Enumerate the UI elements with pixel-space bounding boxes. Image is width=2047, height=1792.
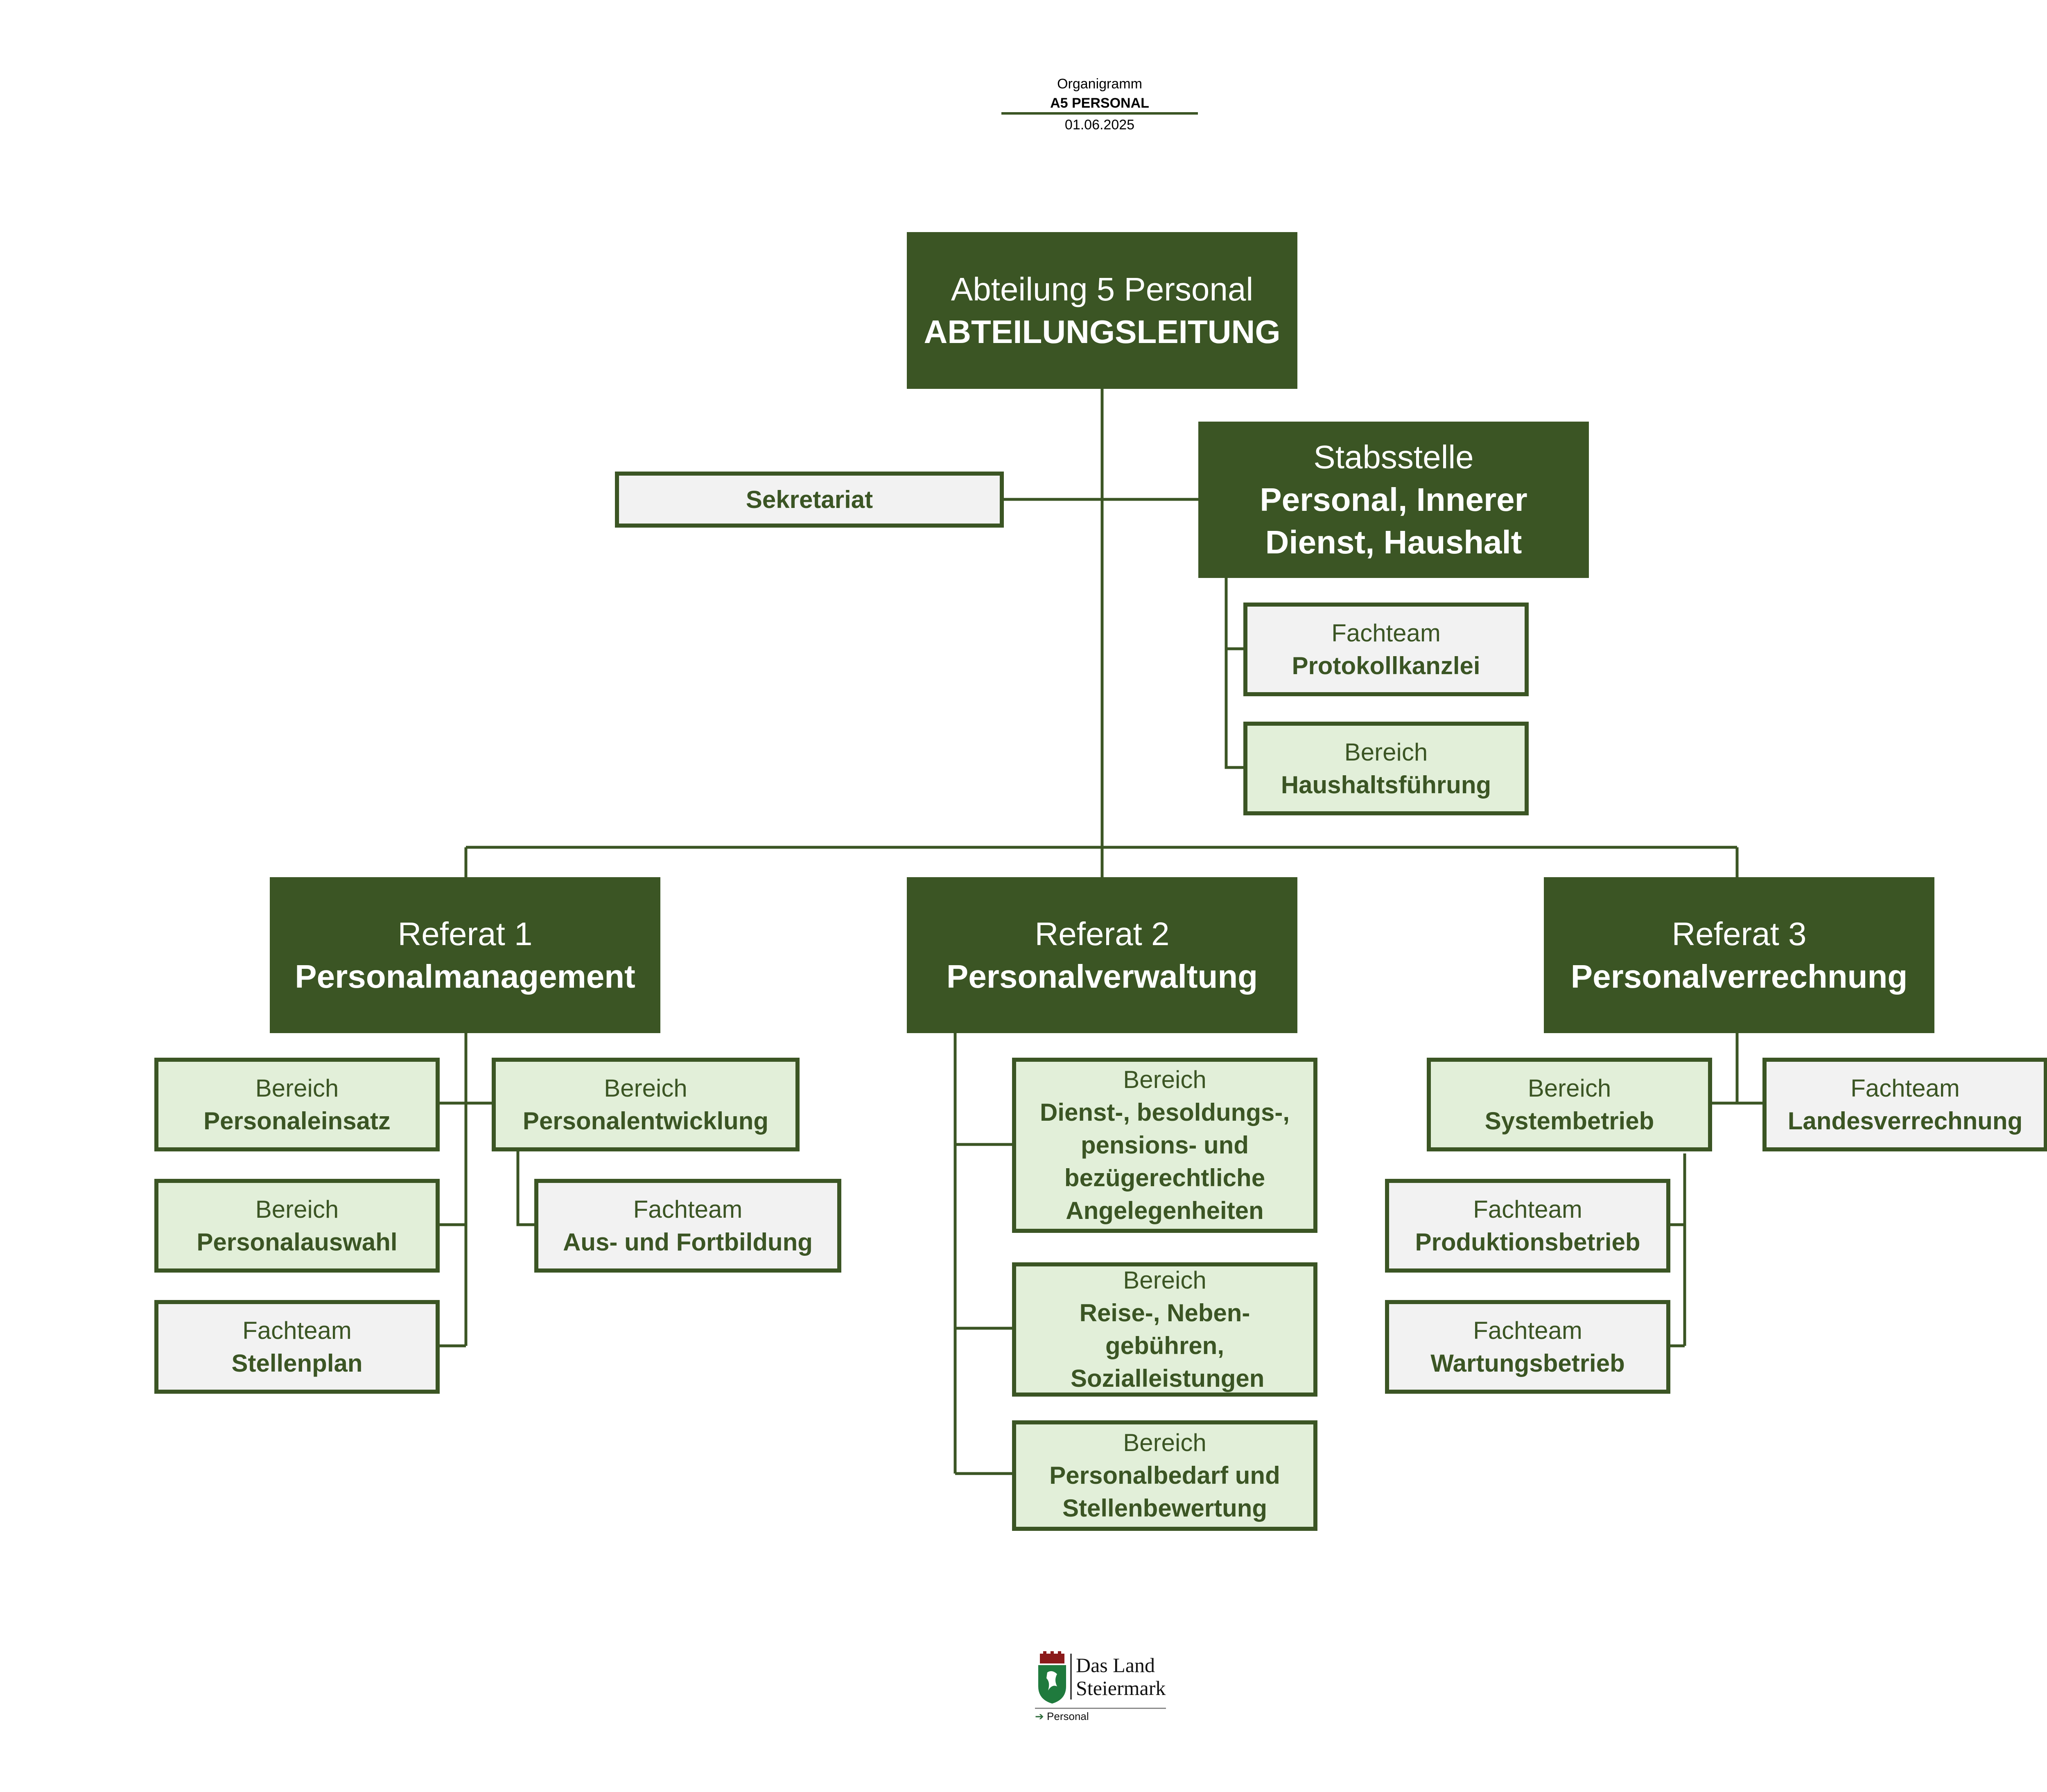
box-type-label: Bereich xyxy=(1527,1074,1611,1102)
box-type-label: Bereich xyxy=(1344,738,1428,766)
box-unit-name: Reise-, Neben-gebühren, Sozialleistungen xyxy=(1071,1299,1265,1392)
box-unit-name: Systembetrieb xyxy=(1484,1107,1654,1135)
box-type-label: Fachteam xyxy=(1850,1074,1960,1102)
box-type-label: Referat 1 xyxy=(398,915,533,952)
box-unit-name: Personaleinsatz xyxy=(203,1107,391,1135)
box-unit-name: Personalentwicklung xyxy=(522,1107,769,1135)
box-type-label: Bereich xyxy=(1123,1066,1207,1093)
box-reise-nebengebuehren: Bereich Reise-, Neben-gebühren, Sozialle… xyxy=(1012,1262,1317,1397)
box-abteilungsleitung: Abteilung 5 Personal ABTEILUNGSLEITUNG xyxy=(907,232,1297,389)
box-referat-3: Referat 3 Personalverrechnung xyxy=(1544,877,1934,1033)
logo-das-land-steiermark: Das Land Steiermark ➔ Personal xyxy=(1035,1650,1174,1731)
box-type-label: Abteilung 5 Personal xyxy=(951,271,1254,307)
logo-text: Das Land Steiermark xyxy=(1070,1654,1166,1699)
box-type-label: Fachteam xyxy=(1331,619,1441,647)
box-dienst-besoldungs: Bereich Dienst-, besoldungs-, pensions- … xyxy=(1012,1058,1317,1233)
box-type-label: Bereich xyxy=(1123,1429,1207,1456)
box-type-label: Bereich xyxy=(255,1195,339,1223)
box-type-label: Fachteam xyxy=(633,1195,743,1223)
box-aus-und-fortbildung: Fachteam Aus- und Fortbildung xyxy=(534,1179,841,1273)
box-unit-name: Personal, Innerer Dienst, Haushalt xyxy=(1260,481,1527,560)
box-stabsstelle: Stabsstelle Personal, Innerer Dienst, Ha… xyxy=(1198,422,1589,578)
box-landesverrechnung: Fachteam Landesverrechnung xyxy=(1762,1058,2047,1151)
logo-line-2: Steiermark xyxy=(1076,1677,1166,1699)
header-date: 01.06.2025 xyxy=(1064,117,1135,133)
box-unit-name: Personalverrechnung xyxy=(1570,958,1908,995)
arrow-right-icon: ➔ xyxy=(1035,1710,1044,1722)
box-unit-name: Personalbedarf und Stellenbewertung xyxy=(1049,1462,1280,1522)
coat-of-arms-icon xyxy=(1038,1651,1066,1704)
box-protokollkanzlei: Fachteam Protokollkanzlei xyxy=(1243,603,1529,696)
box-wartungsbetrieb: Fachteam Wartungsbetrieb xyxy=(1385,1300,1670,1394)
box-personalbedarf: Bereich Personalbedarf und Stellenbewert… xyxy=(1012,1420,1317,1531)
box-unit-name: Personalverwaltung xyxy=(946,958,1258,995)
chart-header: Organigramm A5 PERSONAL 01.06.2025 xyxy=(1001,74,1198,135)
box-unit-name: Personalauswahl xyxy=(197,1228,398,1256)
box-unit-name: Haushaltsführung xyxy=(1281,771,1491,799)
box-referat-1: Referat 1 Personalmanagement xyxy=(270,877,660,1033)
box-type-label: Fachteam xyxy=(242,1316,352,1344)
box-unit-name: Produktionsbetrieb xyxy=(1415,1228,1640,1256)
header-label: Organigramm xyxy=(1057,76,1142,92)
box-unit-name: Wartungsbetrieb xyxy=(1430,1349,1625,1377)
box-produktionsbetrieb: Fachteam Produktionsbetrieb xyxy=(1385,1179,1670,1273)
box-systembetrieb: Bereich Systembetrieb xyxy=(1427,1058,1712,1151)
box-type-label: Bereich xyxy=(1123,1266,1207,1294)
box-stellenplan: Fachteam Stellenplan xyxy=(154,1300,440,1394)
box-personaleinsatz: Bereich Personaleinsatz xyxy=(154,1058,440,1151)
box-unit-name: Personalmanagement xyxy=(295,958,635,995)
box-type-label: Stabsstelle xyxy=(1313,439,1474,475)
box-unit-name: Sekretariat xyxy=(746,485,873,513)
box-haushaltsfuehrung: Bereich Haushaltsführung xyxy=(1243,722,1529,815)
box-unit-name: Protokollkanzlei xyxy=(1292,652,1480,679)
box-unit-name: ABTEILUNGSLEITUNG xyxy=(924,313,1281,350)
box-unit-name: Dienst-, besoldungs-, pensions- und bezü… xyxy=(1039,1099,1290,1224)
box-type-label: Bereich xyxy=(255,1074,339,1102)
box-unit-name: Stellenplan xyxy=(231,1349,363,1377)
logo-subtitle: ➔ Personal xyxy=(1035,1708,1166,1724)
box-unit-name: Landesverrechnung xyxy=(1787,1107,2023,1135)
box-personalentwicklung: Bereich Personalentwicklung xyxy=(492,1058,800,1151)
box-sekretariat: Sekretariat xyxy=(615,472,1004,528)
header-title: A5 PERSONAL xyxy=(1001,94,1198,115)
logo-line-1: Das Land xyxy=(1076,1654,1155,1677)
box-type-label: Referat 2 xyxy=(1035,915,1170,952)
box-type-label: Fachteam xyxy=(1473,1316,1582,1344)
box-referat-2: Referat 2 Personalverwaltung xyxy=(907,877,1297,1033)
box-type-label: Referat 3 xyxy=(1672,915,1807,952)
logo-subtitle-text: Personal xyxy=(1047,1710,1089,1722)
box-type-label: Fachteam xyxy=(1473,1195,1582,1223)
box-type-label: Bereich xyxy=(604,1074,687,1102)
box-unit-name: Aus- und Fortbildung xyxy=(563,1228,813,1256)
box-personalauswahl: Bereich Personalauswahl xyxy=(154,1179,440,1273)
